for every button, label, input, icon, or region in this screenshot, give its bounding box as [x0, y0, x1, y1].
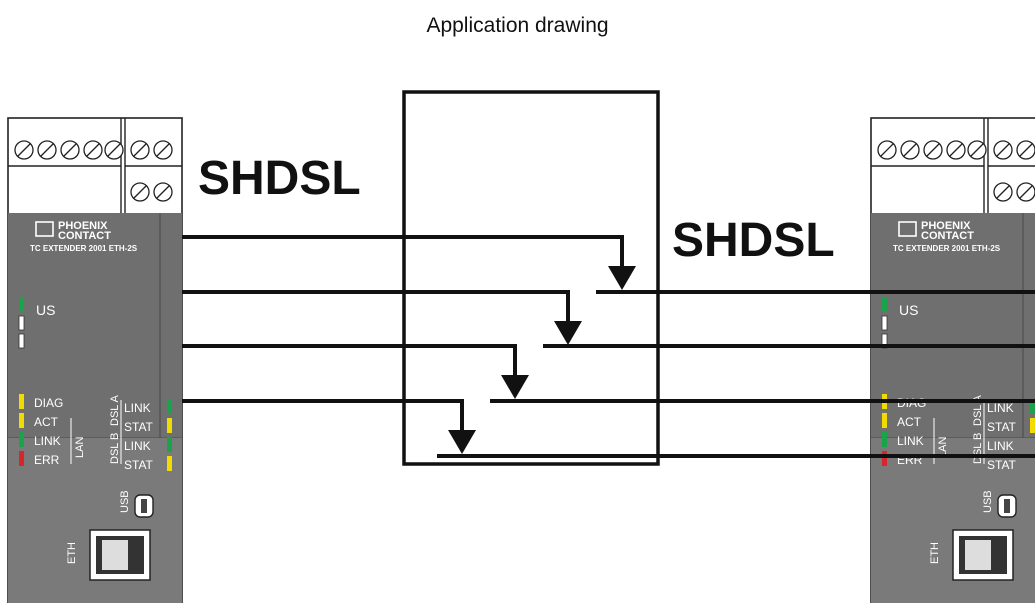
right-device: PHOENIX CONTACT TC EXTENDER 2001 ETH-2S … [870, 117, 1035, 603]
brand-name: PHOENIX [58, 220, 108, 232]
dsl-b-label: DSL B [109, 433, 121, 464]
diagram-title: Application drawing [426, 14, 609, 37]
phoenix-logo-icon [898, 221, 917, 237]
stat-a-label: STAT [124, 420, 154, 434]
led-off [18, 333, 25, 349]
eth-label: ETH [66, 542, 78, 564]
led-diag [19, 394, 24, 409]
brand-name-2: CONTACT [58, 230, 111, 242]
link-label: LINK [34, 434, 61, 448]
shdsl-line-3-left [182, 344, 517, 377]
led-us [19, 298, 24, 312]
usb-label: USB [119, 490, 131, 513]
shdsl-label-right: SHDSL [672, 214, 835, 267]
arrow-down-icon [608, 266, 636, 290]
led-err [19, 451, 24, 466]
usb-label: USB [982, 490, 994, 513]
arrow-down-icon [448, 430, 476, 454]
led-act [19, 413, 24, 428]
link-b-label: LINK [987, 439, 1014, 453]
led-dsl-a-stat [167, 418, 172, 433]
err-label: ERR [34, 453, 60, 467]
led-act [882, 413, 887, 428]
arrow-down-icon [501, 375, 529, 399]
phoenix-logo-icon [35, 221, 54, 237]
diag-label: DIAG [34, 396, 63, 410]
brand-name: PHOENIX [921, 220, 971, 232]
led-dsl-b-stat [167, 456, 172, 471]
led-link [882, 432, 887, 447]
shdsl-line-2-left [182, 290, 570, 323]
link-a-label: LINK [124, 401, 151, 415]
shdsl-label-left: SHDSL [198, 152, 361, 205]
arrow-down-icon [554, 321, 582, 345]
led-dsl-a-stat [1030, 418, 1035, 433]
stat-b-label: STAT [124, 458, 154, 472]
shdsl-line-1-left [182, 235, 624, 268]
link-a-label: LINK [987, 401, 1014, 415]
network-box [402, 90, 660, 466]
model-label: TC EXTENDER 2001 ETH-2S [30, 244, 138, 253]
shdsl-line-4-left [182, 399, 464, 432]
link-label: LINK [897, 434, 924, 448]
led-dsl-a-link [167, 399, 172, 414]
brand-name-2: CONTACT [921, 230, 974, 242]
led-err [882, 451, 887, 466]
stat-a-label: STAT [987, 420, 1017, 434]
stat-b-label: STAT [987, 458, 1017, 472]
act-label: ACT [34, 415, 59, 429]
us-label: US [899, 302, 918, 318]
lan-label: LAN [74, 437, 86, 458]
link-b-label: LINK [124, 439, 151, 453]
led-link [19, 432, 24, 447]
led-us [882, 298, 887, 312]
led-off [881, 315, 888, 331]
left-device: PHOENIX CONTACT TC EXTENDER 2001 ETH-2S … [7, 117, 183, 603]
led-dsl-a-link [1030, 399, 1035, 414]
us-label: US [36, 302, 55, 318]
led-off [18, 315, 25, 331]
act-label: ACT [897, 415, 922, 429]
eth-label: ETH [929, 542, 941, 564]
led-dsl-b-link [167, 437, 172, 452]
lan-label: LAN [937, 437, 949, 458]
model-label: TC EXTENDER 2001 ETH-2S [893, 244, 1001, 253]
dsl-b-label: DSL B [972, 433, 984, 464]
dsl-a-label: DSL A [109, 395, 121, 426]
